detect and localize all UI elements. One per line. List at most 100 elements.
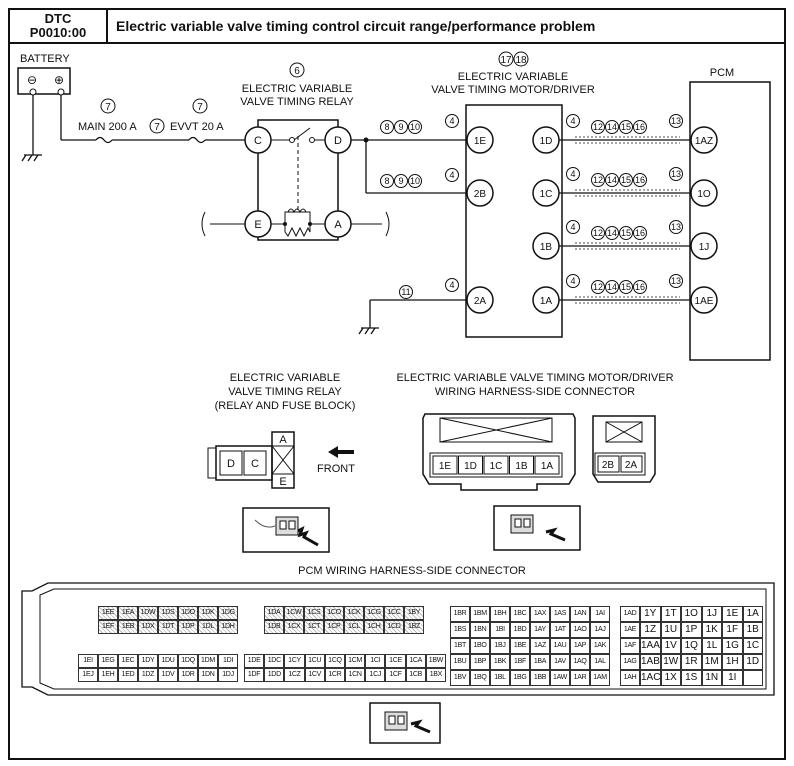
wire-ref: 12 xyxy=(593,282,603,292)
pcm-pin: 1AK xyxy=(590,638,610,654)
wire-ref: 12 xyxy=(593,122,603,132)
svg-text:4: 4 xyxy=(449,170,454,180)
pcm-pin: 1DG xyxy=(218,606,238,620)
motor-terminal-1e: 1E xyxy=(474,136,487,147)
pcm-pin: 1X xyxy=(660,670,681,686)
svg-text:2B: 2B xyxy=(602,460,615,471)
pcm-pin: 1CQ xyxy=(324,654,345,668)
pcm-pin: 1DA xyxy=(264,606,284,620)
pcm-pin: 1AS xyxy=(550,606,570,622)
pcm-pin: 1AJ xyxy=(590,622,610,638)
pcm-pin: 1P xyxy=(681,622,702,638)
pcm-pin: 1BV xyxy=(450,670,470,686)
pcm-pin: 1DD xyxy=(264,668,285,682)
svg-text:D: D xyxy=(227,458,235,470)
motor-title-1: ELECTRIC VARIABLE xyxy=(458,71,568,83)
pcm-pin: 1AH xyxy=(620,670,640,686)
pcm-pin: 1DR xyxy=(178,668,198,682)
ground-icon xyxy=(358,327,379,335)
svg-text:4: 4 xyxy=(449,280,454,290)
motor-terminal-2b: 2B xyxy=(474,189,487,200)
motor-title-2: VALVE TIMING MOTOR/DRIVER xyxy=(431,84,595,96)
pcm-pin: 1AD xyxy=(620,606,640,622)
svg-text:6: 6 xyxy=(294,66,300,77)
relay-title-2: VALVE TIMING RELAY xyxy=(240,96,354,108)
pcm-pin: 1EJ xyxy=(78,668,98,682)
pcm-pin: 1G xyxy=(722,638,743,654)
relay-conn-caption-3: (RELAY AND FUSE BLOCK) xyxy=(215,400,356,412)
pcm-pin: 1AF xyxy=(620,638,640,654)
relay-connector-thumbnail-icon xyxy=(242,507,330,553)
motor-connector-big xyxy=(422,413,576,491)
wire-ref: 14 xyxy=(607,282,617,292)
pcm-pin: 1CV xyxy=(304,668,325,682)
pcm-connector-thumbnail-icon xyxy=(369,702,441,744)
pcm-pin: 1BS xyxy=(450,622,470,638)
relay-conn-caption-2: VALVE TIMING RELAY xyxy=(228,386,342,398)
pcm-pin: 1I xyxy=(722,670,743,686)
svg-text:C: C xyxy=(251,458,259,470)
svg-text:9: 9 xyxy=(398,122,403,132)
pcm-pin: 1AV xyxy=(550,654,570,670)
pcm-pin: 1BT xyxy=(450,638,470,654)
relay-connector: D C A E xyxy=(207,431,295,489)
pcm-pin: 1DE xyxy=(244,654,265,668)
pcm-pin: 1CA xyxy=(405,654,426,668)
pcm-pin: 1AU xyxy=(550,638,570,654)
pcm-pin: 1BC xyxy=(510,606,530,622)
pcm-pin: 1DQ xyxy=(178,654,198,668)
wire-ref: 13 xyxy=(671,116,681,126)
pcm-pin: 1H xyxy=(722,654,743,670)
pcm-pin: 1BI xyxy=(490,622,510,638)
wire-ref: 16 xyxy=(635,175,645,185)
pcm-pin: 1BM xyxy=(470,606,490,622)
pcm-pin: 1N xyxy=(701,670,722,686)
pcm-pin: 1L xyxy=(701,638,722,654)
dtc-code: P0010:00 xyxy=(29,25,87,40)
pcm-pin: 1AQ xyxy=(570,654,590,670)
pcm-terminal-1az: 1AZ xyxy=(695,136,713,147)
pcm-pin: 1CH xyxy=(364,620,384,634)
svg-text:11: 11 xyxy=(401,287,410,297)
pcm-pin: 1AT xyxy=(550,622,570,638)
pcm-pin: 1DB xyxy=(264,620,284,634)
diagram-frame xyxy=(8,44,786,760)
pcm-pin: 1AB xyxy=(640,654,661,670)
main-fuse-label: MAIN 200 A xyxy=(78,121,137,133)
pcm-pin: 1DW xyxy=(138,606,158,620)
pcm-pin: 1CM xyxy=(345,654,366,668)
pcm-pin: 1CG xyxy=(364,606,384,620)
pcm-pin: 1CW xyxy=(284,606,304,620)
battery-label: BATTERY xyxy=(20,53,70,65)
pcm-pin: 1CX xyxy=(284,620,304,634)
pcm-pin: 1AP xyxy=(570,638,590,654)
evvt-fuse-label: EVVT 20 A xyxy=(170,121,224,133)
svg-text:E: E xyxy=(279,476,286,488)
pcm-pin: 1BA xyxy=(530,654,550,670)
pcm-pin: 1BR xyxy=(450,606,470,622)
main-fuse-icon xyxy=(95,136,113,144)
dtc-label: DTC xyxy=(44,11,72,26)
pcm-pin: 1M xyxy=(701,654,722,670)
pcm-pin: 1CC xyxy=(384,606,404,620)
pcm-pin: 1DU xyxy=(158,654,178,668)
pcm-pin: 1DY xyxy=(138,654,158,668)
pcm-pin: 1Y xyxy=(640,606,661,622)
wire-ref: 4 xyxy=(570,276,575,286)
pcm-pin: 1EA xyxy=(118,606,138,620)
pcm-pin: 1F xyxy=(722,622,743,638)
pcm-pin: 1BO xyxy=(470,638,490,654)
pcm-pin: 1C xyxy=(742,638,763,654)
motor-terminal-1c: 1C xyxy=(540,189,553,200)
wire-ref: 14 xyxy=(607,175,617,185)
pcm-pin: 1CJ xyxy=(365,668,386,682)
pcm-pin: 1BW xyxy=(425,654,446,668)
battery-minus-icon: ⊖ xyxy=(27,73,37,87)
pcm-pin: 1DF xyxy=(244,668,265,682)
pcm-pin: 1EC xyxy=(118,654,138,668)
pcm-pin: 1T xyxy=(660,606,681,622)
svg-text:9: 9 xyxy=(398,176,403,186)
ground-icon xyxy=(21,154,42,162)
relay-terminal-a: A xyxy=(334,219,342,231)
